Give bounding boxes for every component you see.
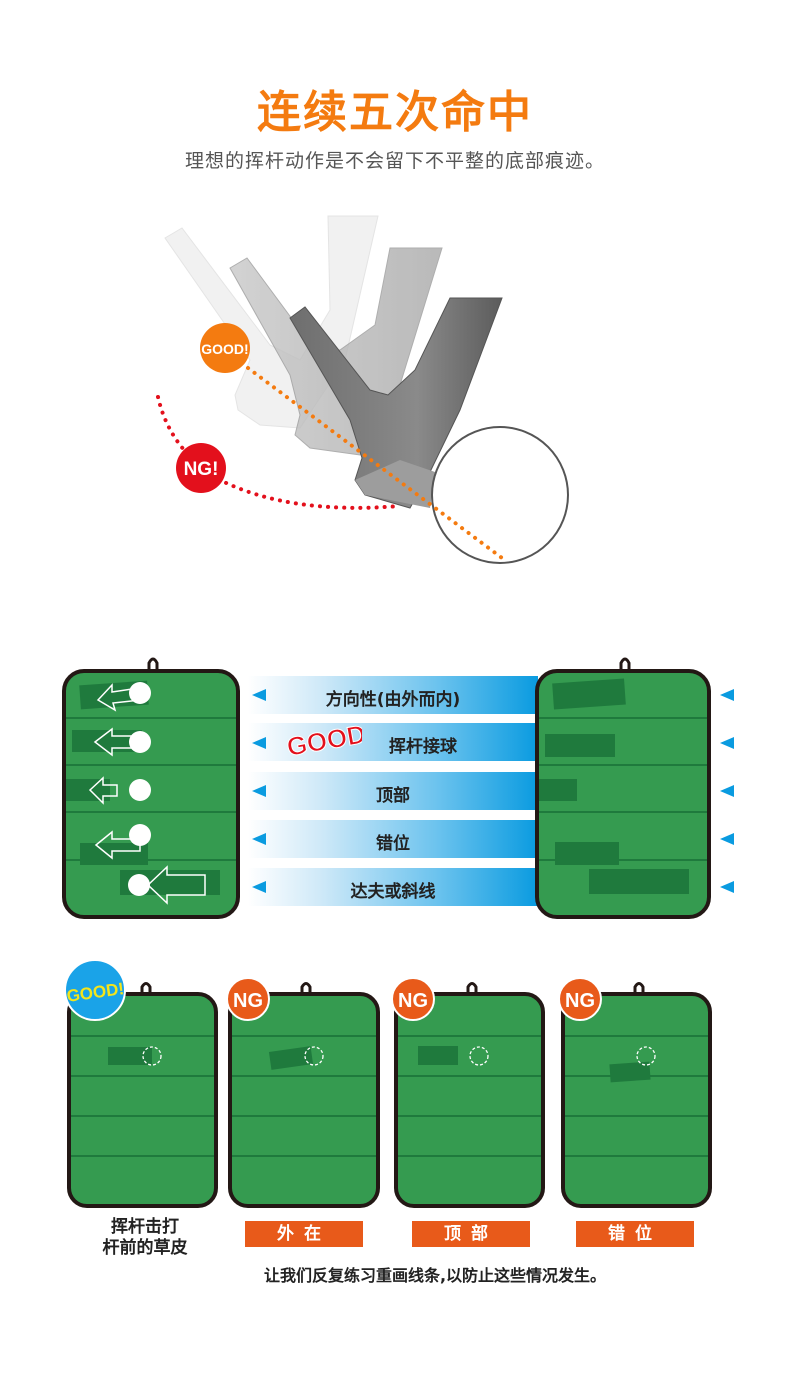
band-row: 达夫或斜线 — [248, 868, 538, 906]
band-row: 挥杆接球 — [248, 723, 538, 761]
arrow-left-icon — [252, 833, 266, 845]
ng-path — [156, 395, 402, 510]
band-label: 挥杆接球 — [389, 737, 457, 757]
mat-ng-outside: NG — [226, 977, 380, 1208]
arrow-left-icon — [252, 785, 266, 797]
ng-badge-icon: NG — [226, 977, 270, 1021]
swing-diagram: GOOD! NG! — [156, 215, 569, 564]
ng-badge-icon: NG! — [176, 443, 226, 493]
svg-text:NG: NG — [233, 990, 263, 1012]
arrow-left-icon — [720, 689, 734, 701]
club-main — [289, 297, 503, 509]
arrow-left-icon — [720, 737, 734, 749]
arrow-left-icon — [720, 785, 734, 797]
good-stamp: GOOD! — [284, 718, 362, 758]
mat-good: GOOD! — [64, 959, 218, 1208]
tag-misaligned: 错位 — [576, 1221, 694, 1247]
mat-with-divots — [535, 657, 711, 919]
caption-line: 挥杆击打 — [111, 1217, 179, 1237]
page-subtitle: 理想的挥杆动作是不会留下不平整的底部痕迹。 — [184, 150, 605, 172]
arrow-left-icon — [720, 881, 734, 893]
band-row: 顶部 — [248, 772, 538, 810]
arrow-left-icon — [720, 833, 734, 845]
good-badge-icon: GOOD! — [200, 323, 250, 373]
svg-text:GOOD!: GOOD! — [284, 718, 362, 758]
good-badge-label: GOOD! — [201, 341, 248, 357]
arrow-left-icon — [252, 737, 266, 749]
band-label: 方向性(由外而内) — [325, 690, 461, 710]
footer-note: 让我们反复练习重画线条,以防止这些情况发生。 — [263, 1266, 607, 1285]
ng-badge-label: NG! — [184, 459, 219, 480]
band-label: 错位 — [376, 834, 410, 854]
ball-circle — [431, 426, 569, 564]
tag-outside: 外在 — [245, 1221, 363, 1247]
svg-text:NG: NG — [565, 990, 595, 1012]
mat-ng-top: NG — [391, 977, 545, 1208]
mat-ng-misaligned: NG — [558, 977, 712, 1208]
band-row: 方向性(由外而内) — [248, 676, 538, 714]
arrow-left-icon — [252, 689, 266, 701]
caption-line: 杆前的草皮 — [102, 1238, 188, 1258]
arrow-left-icon — [252, 881, 266, 893]
band-row: 错位 — [248, 820, 538, 858]
page-title: 连续五次命中 — [257, 87, 533, 138]
good-badge-icon: GOOD! — [64, 959, 126, 1021]
mat-good-caption: 挥杆击打 杆前的草皮 — [75, 1217, 215, 1259]
ng-badge-icon: NG — [391, 977, 435, 1021]
svg-text:NG: NG — [398, 990, 428, 1012]
tag-top: 顶部 — [412, 1221, 530, 1247]
mat-with-arrows — [62, 657, 240, 919]
band-label: 达夫或斜线 — [350, 882, 436, 902]
band-label: 顶部 — [376, 786, 410, 806]
ng-badge-icon: NG — [558, 977, 602, 1021]
